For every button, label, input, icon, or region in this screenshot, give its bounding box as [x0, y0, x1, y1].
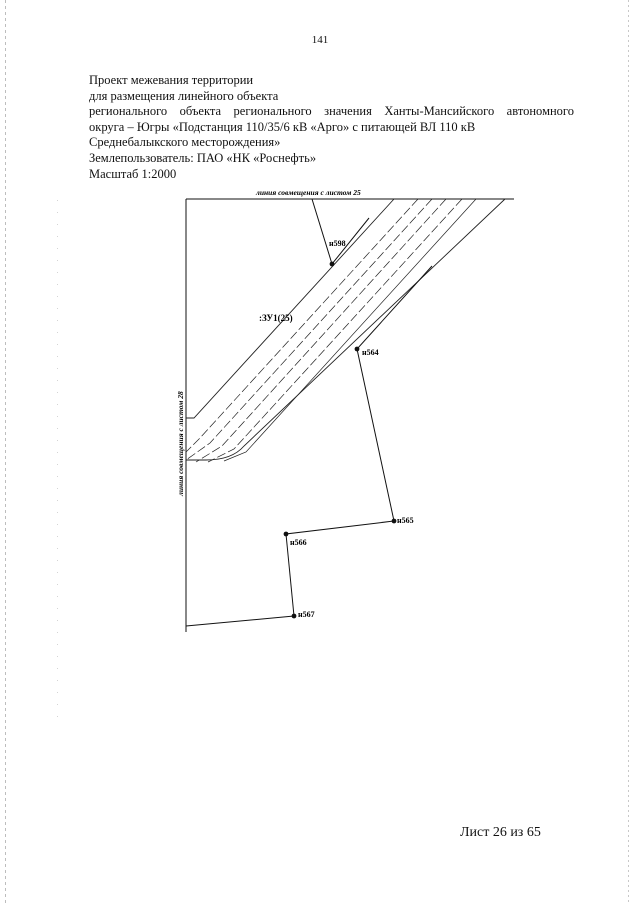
- scan-edge-right: [628, 0, 629, 905]
- point-label-n598: н598: [329, 239, 346, 248]
- corridor-line-3: [195, 198, 447, 463]
- frame-bottom-line: [185, 615, 295, 627]
- header-line-field: Среднебалыкского месторождения»: [89, 135, 281, 150]
- document-header: Проект межевания территории для размещен…: [89, 73, 574, 182]
- boundary-polyline: [285, 265, 433, 617]
- left-junction-label: линия совмещения с листом 28: [176, 391, 185, 497]
- header-line-landuser: Землепользователь: ПАО «НК «Роснефть»: [89, 150, 317, 165]
- point-marker-n566: [283, 531, 289, 537]
- corridor-line-1: [185, 198, 419, 453]
- header-line-purpose: для размещения линейного объекта: [89, 88, 279, 103]
- point-label-n567: н567: [298, 610, 315, 619]
- scan-margin-marks: [57, 200, 58, 720]
- header-line-object: регионального объекта регионального знач…: [89, 104, 574, 119]
- header-line-scale: Масштаб 1:2000: [89, 166, 177, 181]
- corridor-line-2: [185, 198, 433, 461]
- corridor-edge-outer: [186, 198, 395, 419]
- point-marker-n564: [354, 346, 360, 352]
- point-label-n565: н565: [397, 516, 414, 525]
- corridor-edge-inner: [186, 198, 506, 461]
- point-marker-n598: [329, 261, 335, 267]
- parcel-label: :ЗУ1(25): [259, 313, 293, 323]
- top-junction-label: линия совмещения с листом 25: [255, 188, 361, 197]
- header-line-object-cont: округа – Югры «Подстанция 110/35/6 кВ «А…: [89, 119, 476, 134]
- header-line-title: Проект межевания территории: [89, 73, 254, 87]
- point-label-n566: н566: [290, 538, 307, 547]
- corridor-line-5: [223, 198, 477, 462]
- corridor-line-4: [207, 198, 463, 463]
- boundary-n598: [311, 198, 370, 266]
- point-marker-n565: [391, 518, 397, 524]
- corridor-hatch: [185, 198, 506, 463]
- point-marker-n567: [291, 613, 297, 619]
- sheet-number: Лист 26 из 65: [460, 825, 541, 840]
- page-number: 141: [311, 34, 329, 46]
- point-label-n564: н564: [362, 348, 379, 357]
- scan-edge-left: [5, 0, 6, 905]
